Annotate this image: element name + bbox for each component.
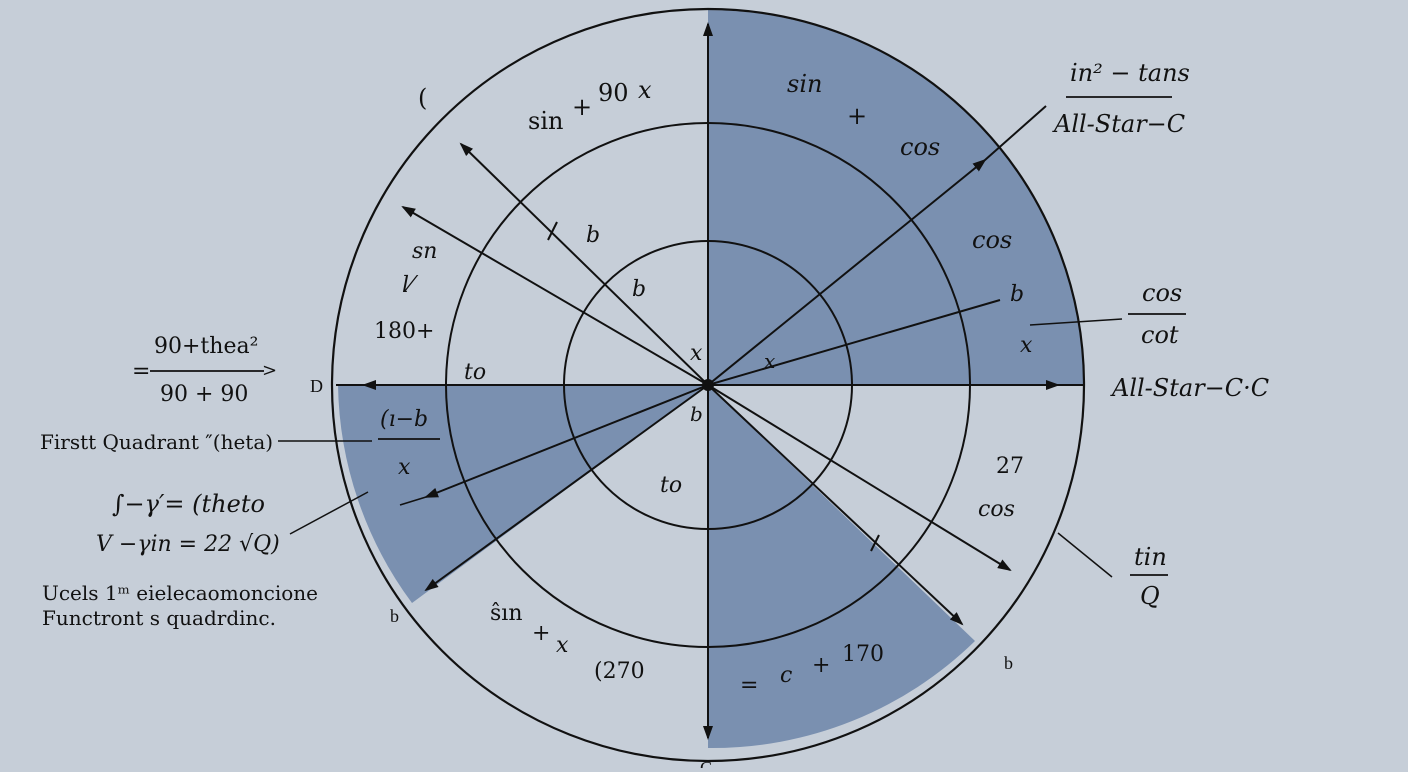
label-sin-90-sin: sin: [528, 107, 563, 135]
left-fraction-2-denominator: x: [398, 455, 411, 480]
label-first-quadrant: Firstt Quadrant ″(heta): [40, 430, 273, 454]
label-c-170-equals: =: [740, 673, 758, 698]
left-fraction-1-equals: =: [132, 359, 150, 384]
tin-fraction-numerator: tin: [1134, 543, 1167, 571]
label-integral-line-1: ∫−γ′= (theto: [112, 490, 265, 518]
label-left-l: l⁄: [402, 273, 419, 298]
label-to-left: to: [464, 360, 486, 385]
left-fraction-1-arrow: >: [262, 360, 277, 381]
tin-fraction-denominator: Q: [1140, 582, 1160, 610]
label-270: (270: [594, 659, 645, 684]
arrow-upper-right: [707, 158, 987, 386]
label-b-upper: b: [586, 223, 600, 248]
label-b-lower-left: b: [390, 606, 399, 626]
shaded-sector-lower-middle: [708, 385, 975, 749]
label-axis-right: All-Star−C·C: [1110, 374, 1269, 402]
left-fraction-1-denominator: 90 + 90: [160, 382, 248, 407]
label-b-inner: b: [632, 277, 646, 302]
line-right-shallow: [707, 299, 1001, 386]
label-x-center-2: x: [764, 349, 775, 373]
label-d: D: [310, 376, 323, 396]
label-top-left-paren: (: [418, 84, 427, 112]
top-right-fraction-denominator: All-Star−C: [1052, 110, 1185, 138]
label-x-center: x: [690, 341, 703, 366]
leader-integral: [289, 491, 369, 535]
label-c-170-plus: +: [812, 653, 830, 678]
label-sin-90-ninety: 90: [598, 79, 629, 107]
label-sin-x-bottom-sin: ŝın: [490, 601, 523, 626]
label-c-170-n: 170: [842, 642, 884, 667]
label-c-bottom: C: [700, 758, 712, 768]
label-27: 27: [996, 454, 1024, 479]
label-q1-cos: cos: [900, 133, 940, 161]
cos-cot-fraction-numerator: cos: [1142, 279, 1182, 307]
tick-lower-right: [870, 534, 880, 552]
leader-right-x: [1029, 318, 1123, 326]
arrow-upper-left-1: [459, 142, 709, 386]
label-integral-line-2: V −γin = 22 √Q): [96, 532, 280, 557]
tick-upper-left: [547, 221, 558, 241]
label-left-sn: sn: [412, 239, 437, 264]
label-q1-sin: sin: [787, 70, 822, 98]
label-uses-line-1: Ucels 1ᵐ eielecaomoncione: [42, 581, 318, 605]
label-right-x: x: [1020, 333, 1033, 358]
label-sin-x-bottom-plus: +: [532, 621, 550, 646]
leader-lower-left-arrow: [399, 496, 427, 506]
arrow-lower-right-1: [707, 384, 1012, 572]
label-uses-line-2: Functront s quadrdinc.: [42, 606, 276, 630]
origin-dot: [702, 379, 714, 391]
cos-cot-fraction-denominator: cot: [1141, 321, 1179, 349]
label-b-lower-right: b: [1004, 653, 1013, 673]
label-b-center: b: [690, 402, 703, 426]
label-sin-90-x: x: [638, 76, 652, 104]
top-right-fraction-numerator: in² − tans: [1070, 59, 1190, 87]
arrow-lower-left-2: [424, 384, 709, 592]
arrow-lower-right-2: [707, 384, 964, 626]
label-q1-cos-2: cos: [972, 226, 1012, 254]
leader-tin: [1057, 532, 1113, 578]
label-q1-plus: +: [847, 102, 867, 130]
label-to-center: to: [660, 473, 682, 498]
label-sin-90-plus: +: [572, 93, 592, 121]
label-sin-x-bottom-x: x: [556, 633, 569, 658]
arrow-upper-right-extension: [984, 105, 1047, 161]
arrow-upper-left-2: [401, 205, 709, 386]
left-fraction-1-numerator: 90+thea²: [154, 334, 258, 359]
left-fraction-2-numerator: (ı−b: [380, 407, 428, 432]
arrow-lower-left-1: [424, 384, 709, 498]
shaded-quadrant-1: [708, 10, 1084, 385]
label-left-180: 180+: [374, 319, 434, 344]
label-c-170-c: c: [780, 663, 792, 688]
label-cos-lower-right: cos: [978, 497, 1015, 522]
label-right-b: b: [1010, 282, 1024, 307]
